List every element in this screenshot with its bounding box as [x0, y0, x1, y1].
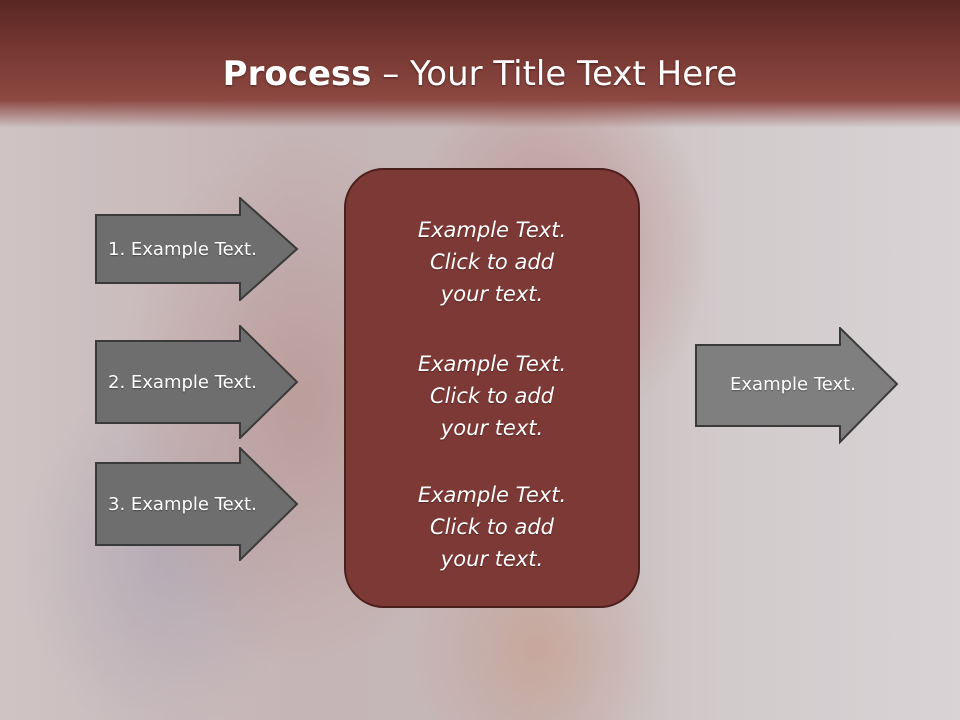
center-text-1[interactable]: Example Text. Click to add your text. — [417, 218, 567, 306]
arrow-step-2-label: 2. Example Text. — [108, 371, 257, 393]
title-bold: Process — [222, 54, 372, 94]
arrow-output[interactable]: Example Text. — [695, 327, 899, 445]
arrow-step-1-shape — [95, 197, 299, 301]
title-rest: Your Title Text Here — [410, 54, 738, 94]
center-text-3[interactable]: Example Text. Click to add your text. — [417, 483, 567, 571]
title-separator: – — [371, 54, 411, 94]
arrow-output-shape — [695, 327, 899, 445]
slide-title[interactable]: Process – Your Title Text Here — [0, 54, 960, 94]
arrow-step-1[interactable]: 1. Example Text. — [95, 197, 299, 301]
center-text-2[interactable]: Example Text. Click to add your text. — [417, 352, 567, 440]
arrow-step-1-label: 1. Example Text. — [108, 238, 257, 260]
arrow-step-2[interactable]: 2. Example Text. — [95, 325, 299, 439]
arrow-step-2-shape — [95, 325, 299, 439]
arrow-step-3-shape — [95, 447, 299, 561]
title-bar — [0, 0, 960, 128]
arrow-step-3[interactable]: 3. Example Text. — [95, 447, 299, 561]
arrow-step-3-label: 3. Example Text. — [108, 493, 257, 515]
center-text-box[interactable]: Example Text. Click to add your text. Ex… — [344, 168, 640, 608]
arrow-output-label: Example Text. — [730, 373, 856, 395]
